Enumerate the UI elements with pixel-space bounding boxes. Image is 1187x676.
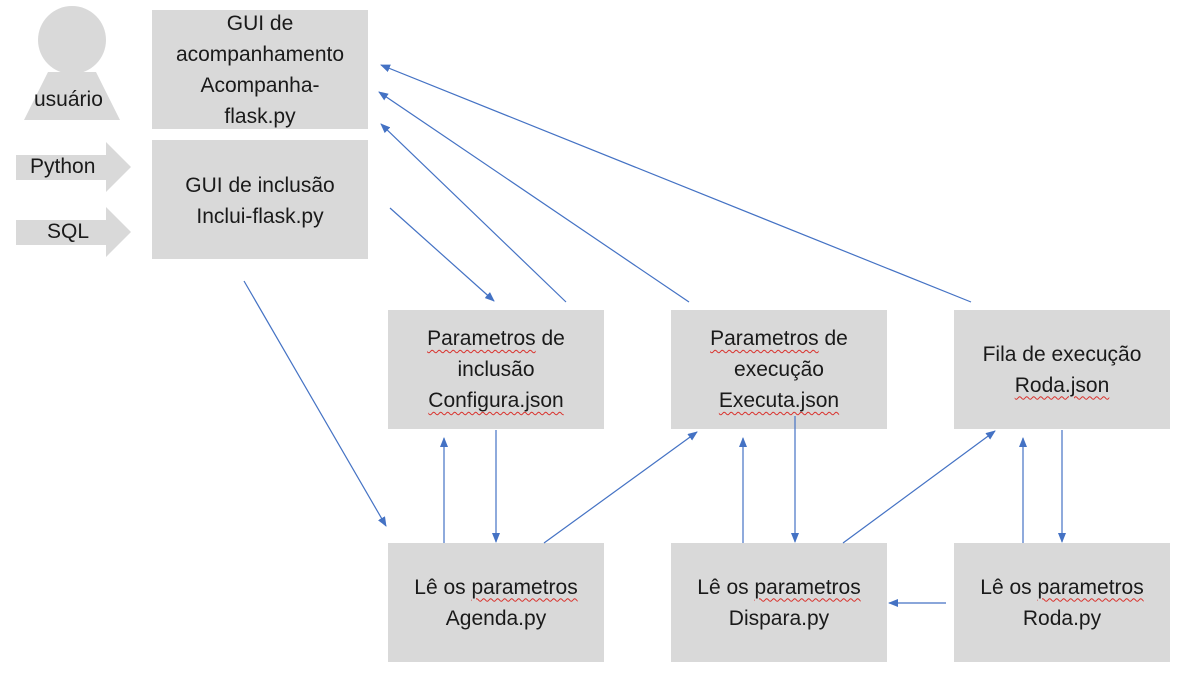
box-agenda-line1a: Lê os [414,575,472,599]
box-roda-py-line1b: parametros [1037,575,1144,599]
box-agenda-py: Lê os parametros Agenda.py [388,543,604,662]
box-agenda-line2: Agenda.py [445,606,547,630]
box-acompanha-line4: flask.py [224,104,296,128]
box-roda-py-line2: Roda.py [1022,606,1102,630]
box-configura-line2: inclusão [457,358,535,381]
box-roda-json-line1: Fila de execução [982,342,1142,366]
box-dispara-line1: Lê os parametros [697,572,860,603]
box-dispara-py: Lê os parametros Dispara.py [671,543,887,662]
box-executa-line3: Executa.json [718,389,840,412]
box-configura-line3: Configura.json [428,389,564,412]
arrow-inclui-to-configura [389,207,495,302]
box-roda-json: Fila de execução Roda.json [954,310,1170,429]
box-executa-json: Parametros de execução Executa.json [671,310,887,429]
sql-arrow-shape [16,207,131,257]
box-executa-line1: Parametros de [710,323,848,354]
box-executa-line2: execução [734,358,824,381]
box-acompanha-line3: Acompanha- [200,73,320,97]
box-inclui-line1: GUI de inclusão [185,174,335,197]
box-acompanha-line2: acompanhamento [175,42,345,66]
arrow-inclui-to-agenda [243,280,387,527]
box-acompanha-line1: GUI de [226,11,294,35]
user-label: usuário [34,88,103,111]
box-dispara-line1b: parametros [754,575,861,599]
box-configura-line1: Parametros de [427,323,565,354]
python-tag: Python [30,155,96,178]
arrow-roda-json-to-acompanha [380,64,972,303]
box-roda-py-line1a: Lê os [980,575,1038,599]
box-executa-line1a: Parametros [710,327,819,350]
arrow-agenda-to-executa [543,431,698,544]
box-roda-json-line2: Roda.json [1014,373,1110,397]
arrow-configura-to-acompanha [380,123,567,303]
box-dispara-line2: Dispara.py [728,606,830,630]
box-roda-py: Lê os parametros Roda.py [954,543,1170,662]
box-agenda-line1b: parametros [471,575,578,599]
box-configura-json: Parametros de inclusão Configura.json [388,310,604,429]
python-arrow-shape [16,142,131,192]
box-executa-line1b: de [818,327,848,350]
box-roda-py-line1: Lê os parametros [980,572,1143,603]
box-agenda-line1: Lê os parametros [414,572,577,603]
box-gui-acompanhamento: GUI de acompanhamento Acompanha- flask.p… [152,10,368,129]
arrow-dispara-to-roda-json [842,430,996,544]
box-configura-line1a: Parametros [427,327,536,350]
box-inclui-line2: Inclui-flask.py [196,205,324,228]
arrow-executa-to-acompanha [378,91,690,303]
box-configura-line1b: de [535,327,565,350]
sql-tag: SQL [47,220,90,243]
box-dispara-line1a: Lê os [697,575,755,599]
box-gui-inclusao: GUI de inclusão Inclui-flask.py [152,140,368,259]
